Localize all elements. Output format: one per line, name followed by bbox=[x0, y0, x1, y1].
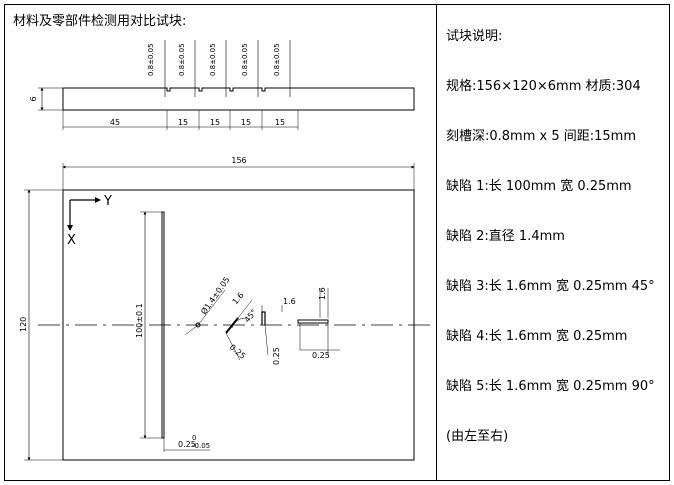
defect-4-slot bbox=[261, 311, 266, 325]
side-view bbox=[38, 40, 415, 130]
note-defect-3: 缺陷 3:长 1.6mm 宽 0.25mm 45° bbox=[446, 279, 655, 294]
groove-depth-label: 0.8±0.05 bbox=[241, 43, 249, 76]
defect-1-slot bbox=[161, 211, 165, 439]
defect-1-tol-lower: -0.05 bbox=[192, 442, 210, 450]
side-view-outline bbox=[62, 87, 415, 111]
defect-2-hole bbox=[195, 322, 201, 328]
spacing-label: 15 bbox=[210, 118, 220, 127]
defect-4-width-label: 0.25 bbox=[272, 347, 281, 365]
groove-depth-label: 0.8±0.05 bbox=[209, 43, 217, 76]
spacing-label: 45 bbox=[110, 118, 120, 127]
defect-1-length-label: 100±0.1 bbox=[135, 303, 144, 338]
note-defect-1: 缺陷 1:长 100mm 宽 0.25mm bbox=[446, 179, 632, 194]
defect-3-width-label: 0.25 bbox=[228, 343, 247, 361]
outer-frame bbox=[4, 4, 670, 481]
defect-3-slot bbox=[225, 317, 239, 334]
groove-depth-label: 0.8±0.05 bbox=[273, 43, 281, 76]
defect-1-width-label: 0.25 bbox=[178, 440, 196, 449]
note-heading: 试块说明: bbox=[446, 29, 503, 44]
x-axis-label: X bbox=[67, 233, 76, 248]
defect-4-length-label: 1.6 bbox=[283, 297, 296, 306]
note-defect-4: 缺陷 4:长 1.6mm 宽 0.25mm bbox=[446, 329, 628, 344]
groove-depth-label: 0.8±0.05 bbox=[178, 43, 186, 76]
note-order: (由左至右) bbox=[446, 429, 509, 444]
defect-3-angle-label: 45° bbox=[243, 308, 259, 325]
spacing-label: 15 bbox=[275, 118, 285, 127]
note-groove-depth: 刻槽深:0.8mm x 5 间距:15mm bbox=[446, 129, 636, 144]
width-label: 156 bbox=[231, 156, 246, 165]
defect-5-slot bbox=[297, 319, 329, 324]
note-defect-5: 缺陷 5:长 1.6mm 宽 0.25mm 90° bbox=[446, 379, 655, 394]
defect-1-tol-upper: 0 bbox=[192, 434, 196, 442]
defect-3-length-label: 1.6 bbox=[231, 291, 246, 307]
defect-5-length-label: 1.6 bbox=[318, 287, 327, 300]
spacing-label: 15 bbox=[241, 118, 251, 127]
defect-2-dia-label: Ø1.4±0.05 bbox=[198, 275, 231, 316]
note-defect-2: 缺陷 2:直径 1.4mm bbox=[446, 229, 565, 244]
height-label: 120 bbox=[19, 317, 28, 332]
y-axis-label: Y bbox=[103, 194, 112, 209]
groove-depth-label: 0.8±0.05 bbox=[147, 43, 155, 76]
top-view bbox=[24, 163, 432, 461]
note-spec: 规格:156×120×6mm 材质:304 bbox=[446, 79, 641, 94]
spacing-label: 15 bbox=[178, 118, 188, 127]
defect-5-width-label: 0.25 bbox=[312, 351, 330, 360]
thickness-label: 6 bbox=[29, 96, 38, 101]
column-divider bbox=[436, 4, 437, 481]
page-title: 材料及零部件检测用对比试块: bbox=[13, 14, 187, 29]
